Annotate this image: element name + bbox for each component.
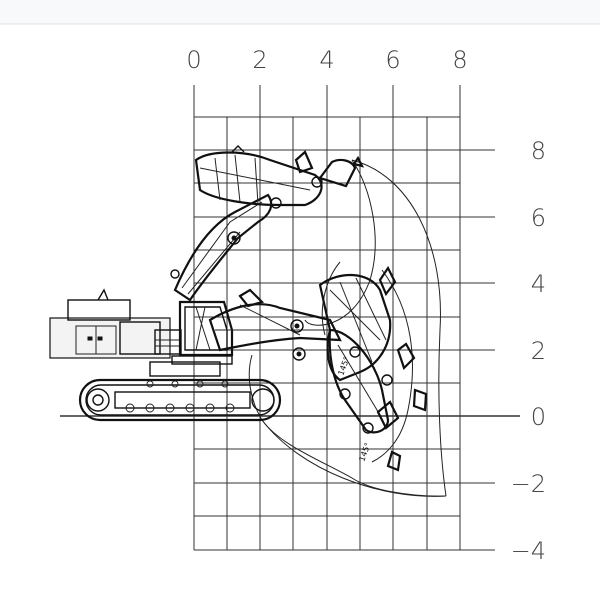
excavator-icon [49, 288, 282, 422]
x-tick-label: 2 [252, 46, 267, 74]
arm-icon [194, 145, 393, 434]
y-tick-label: 8 [531, 137, 546, 165]
y-axis-labels: 8 6 4 2 0 −2 −4 [511, 137, 546, 565]
y-tick-label: 0 [531, 403, 546, 431]
reach-envelope [248, 159, 447, 497]
x-tick-label: 8 [452, 46, 467, 74]
header-band [0, 0, 600, 24]
y-tick-label: −4 [511, 537, 546, 565]
angle-annotation: 145° [336, 355, 351, 376]
y-tick-label: 2 [531, 337, 546, 365]
x-tick-label: 6 [385, 46, 400, 74]
bucket-icon [294, 150, 428, 472]
track-icon [78, 378, 282, 422]
y-tick-label: 6 [531, 204, 546, 232]
x-axis-labels: 0 2 4 6 8 [186, 46, 467, 74]
grid [60, 85, 520, 551]
x-tick-label: 4 [319, 46, 334, 74]
x-tick-label: 0 [186, 46, 201, 74]
y-tick-label: 4 [531, 270, 546, 298]
boom-icon [170, 193, 342, 361]
y-tick-label: −2 [511, 470, 546, 498]
